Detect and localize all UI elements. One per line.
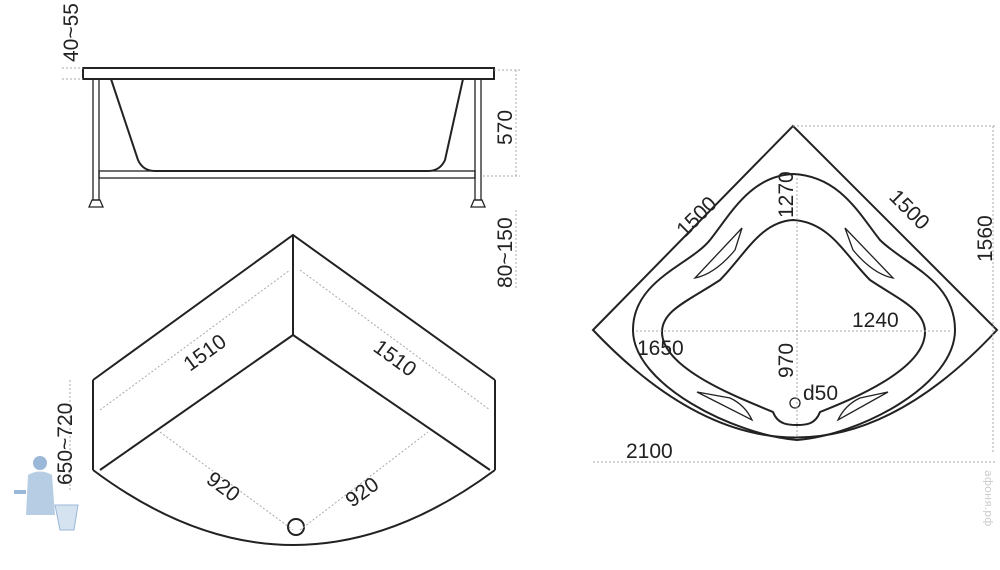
rim-height-label: 40~55 [60,3,83,62]
inner-width-label: 1240 [852,309,899,332]
right-leg [474,78,482,201]
crossbar [98,170,476,179]
tub-basin [110,78,464,172]
basin [660,218,927,427]
right-foot [470,199,486,208]
drain-hole [287,518,305,536]
left-foot [88,199,104,208]
frame-inner-left-label: 920 [202,467,244,506]
frame-height-label: 650~720 [54,403,77,485]
top-side-right-label: 1500 [884,185,933,234]
watermark: афоня.рф [982,470,995,527]
front-arc [92,469,496,546]
overall-width-label: 2100 [626,440,673,463]
side-view: 40~55 570 80~150 [60,3,520,290]
top-view: 1500 1500 1560 1270 1240 1650 970 d50 21… [591,124,999,463]
leg-height-label: 80~150 [494,217,517,288]
footrest-left [696,391,754,422]
overall-depth-label: 1560 [974,215,997,262]
frame-view: 1510 1510 650~720 920 920 [54,233,496,546]
tub-outline [591,124,999,439]
left-leg [92,78,100,201]
drain-label: d50 [803,382,838,405]
tub-height-label: 570 [494,110,517,145]
inner-depth-label: 1270 [775,171,798,218]
outer-width-label: 1650 [637,337,684,360]
frame-side-left-label: 1510 [179,330,230,376]
tub-rim [82,67,495,80]
rim-inner [631,172,957,442]
armrest-left [693,227,743,280]
frame-inner-right-label: 920 [341,473,383,512]
drain [789,397,801,409]
armrest-right [844,227,895,280]
frame-side-right-label: 1510 [369,335,420,381]
basin-depth-label: 970 [775,343,798,378]
plumber-logo [14,456,79,531]
footrest-right [836,391,889,422]
